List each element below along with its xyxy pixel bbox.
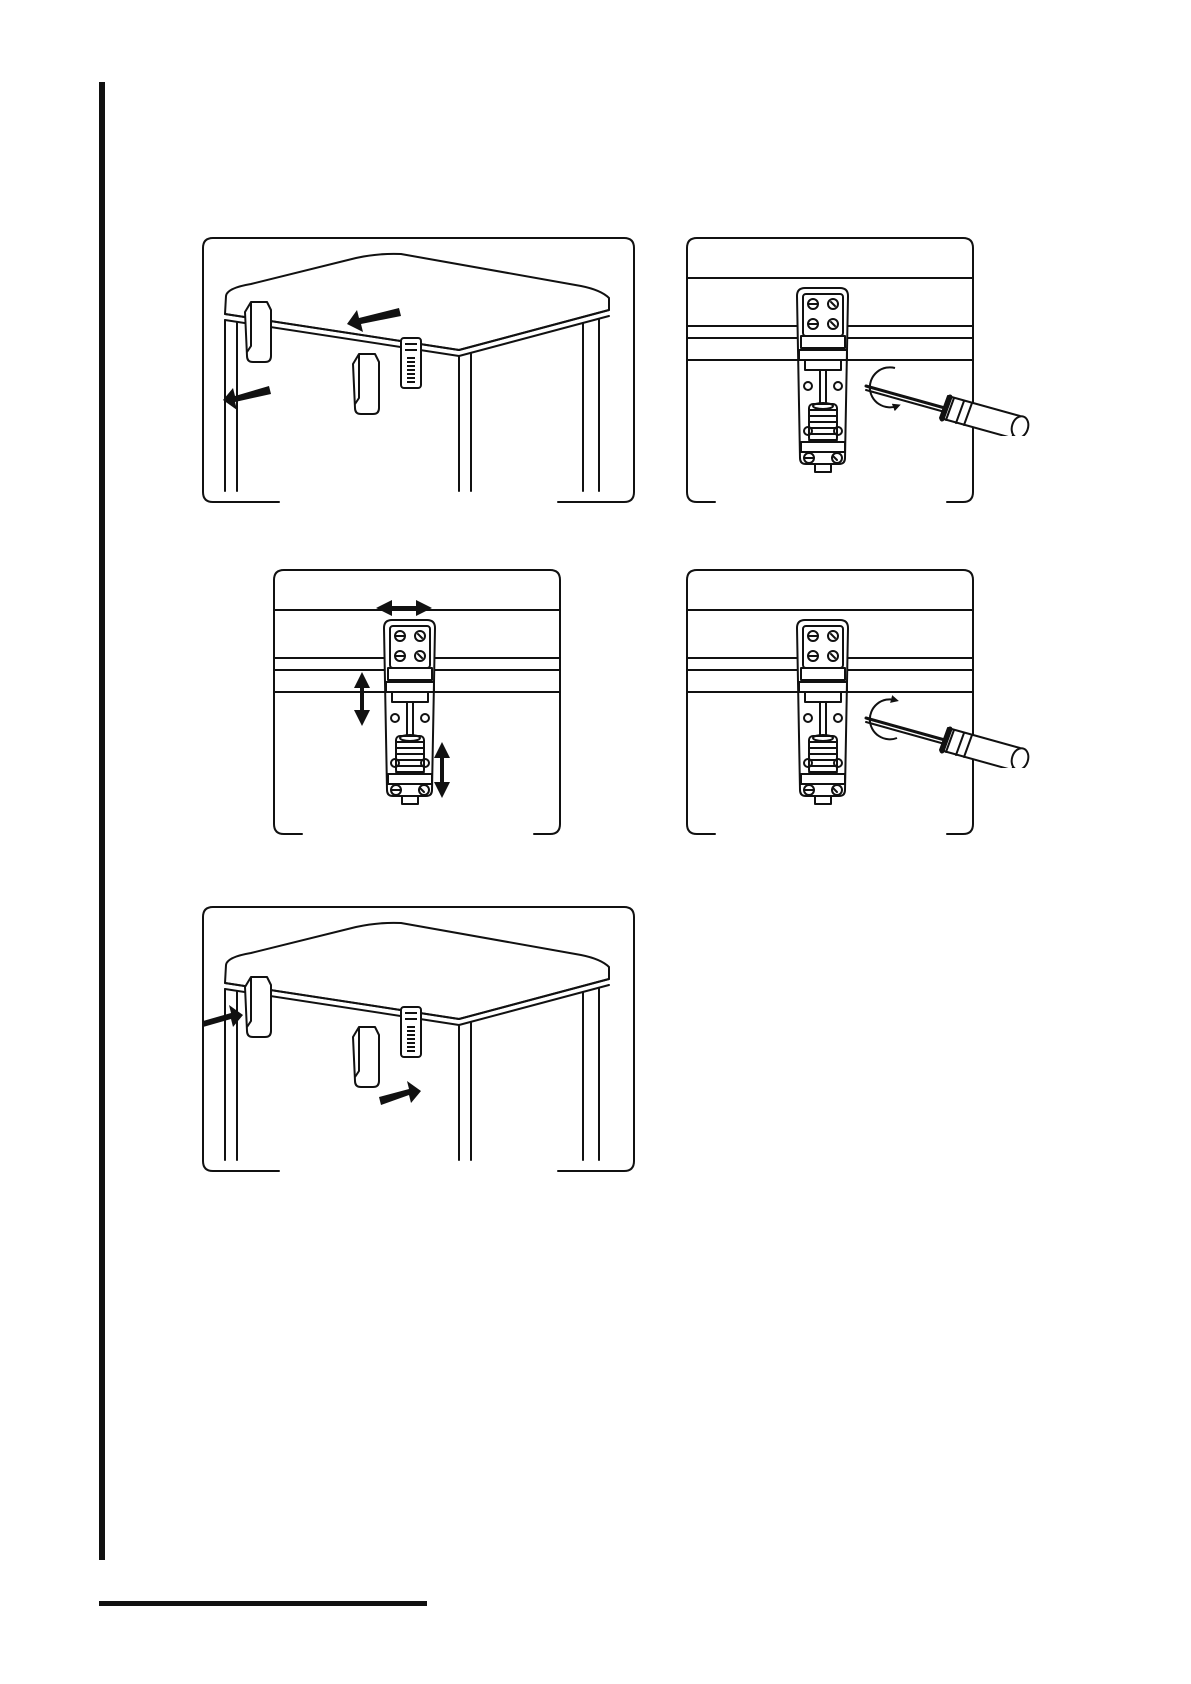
arrow-right-icon-2 — [379, 1081, 421, 1105]
figure-tighten-hinge-screw — [685, 568, 1025, 838]
hinge-icon — [401, 338, 421, 388]
figure-loosen-hinge-screw — [685, 236, 1025, 506]
footer-rule — [99, 1601, 427, 1606]
figure-refit-hinge-covers — [201, 905, 636, 1175]
figure-adjust-hinge — [272, 568, 566, 838]
left-margin-rule — [99, 82, 105, 1560]
hinge-cover-right-icon — [353, 354, 379, 414]
hinge-icon-2 — [401, 1007, 421, 1057]
hinge-cover-left-icon-2 — [245, 977, 271, 1037]
screwdriver-icon — [866, 386, 1031, 440]
arrow-left-icon — [223, 386, 271, 410]
figure-remove-hinge-covers — [201, 236, 636, 506]
screwdriver-icon-2 — [866, 718, 1031, 772]
hinge-cover-right-icon-2 — [353, 1027, 379, 1087]
hinge-cover-left-icon — [245, 302, 271, 362]
